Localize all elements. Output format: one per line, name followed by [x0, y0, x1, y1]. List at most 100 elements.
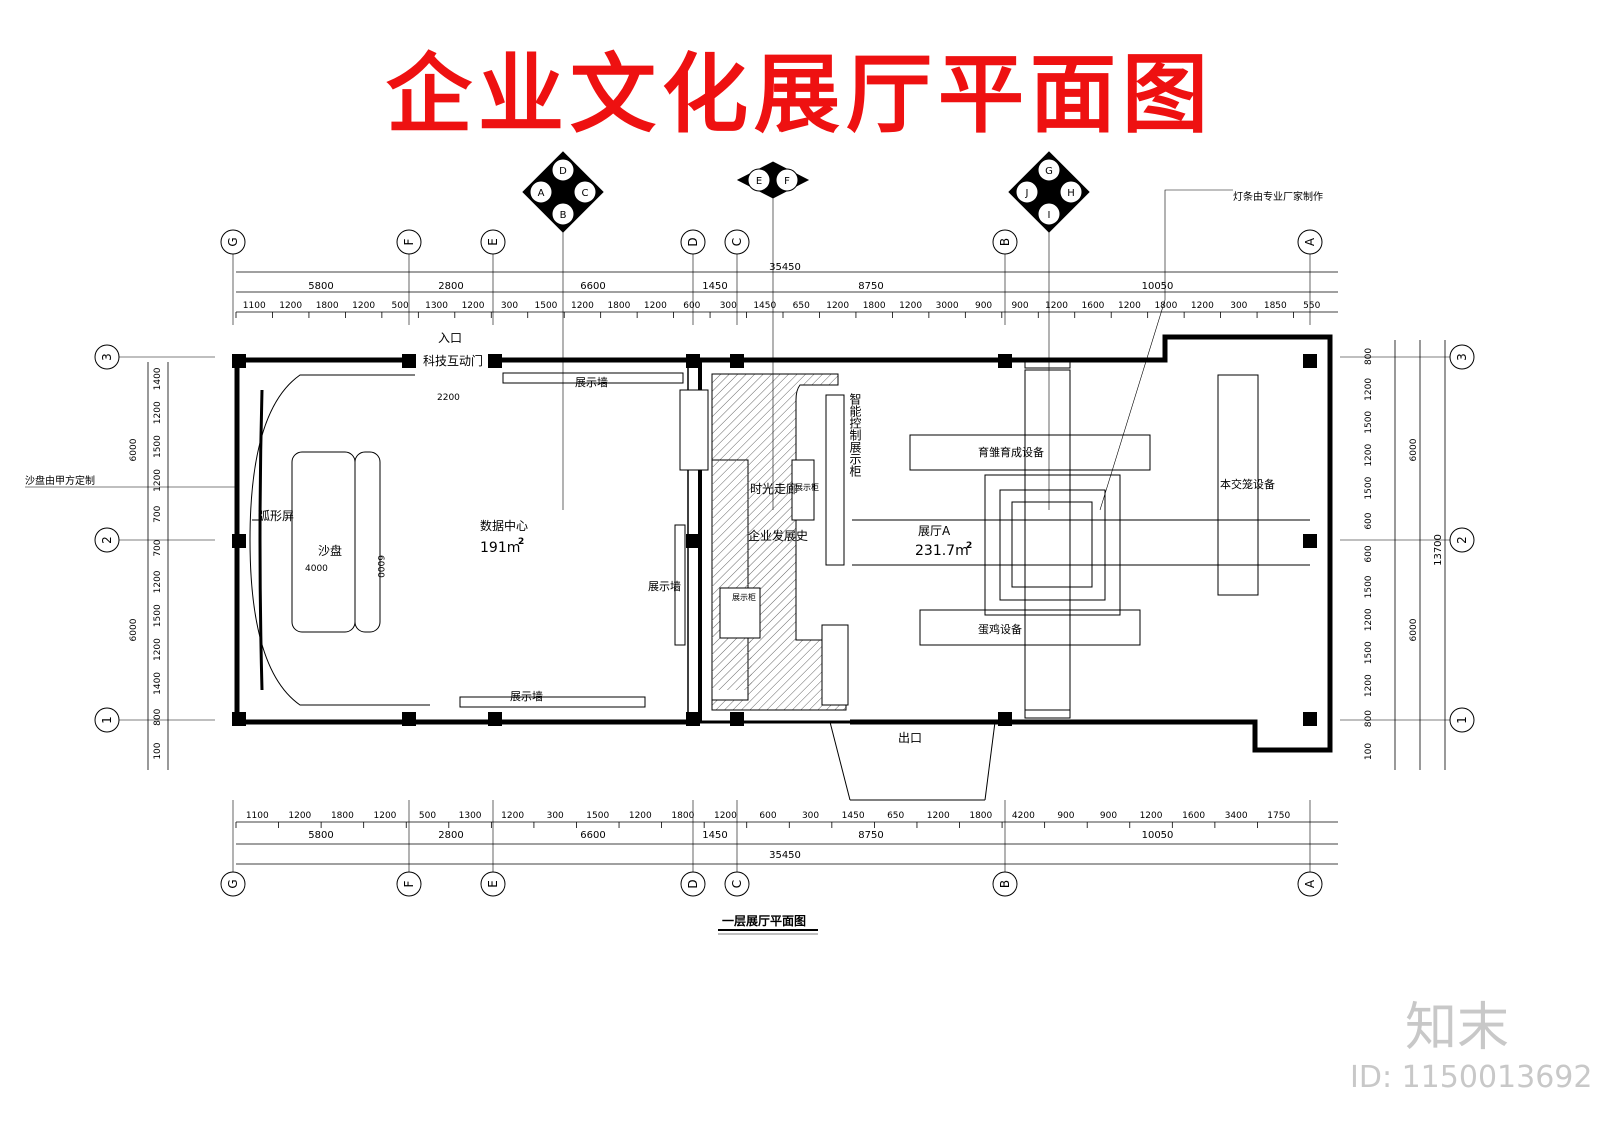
columns [232, 354, 1317, 726]
dim-value: 1800 [316, 301, 339, 311]
svg-text:2: 2 [518, 537, 524, 547]
dim-value: 1200 [462, 301, 485, 311]
dim-segment: 6600 [580, 830, 605, 841]
view-label-I: I [1048, 210, 1051, 221]
axis-label-D: D [686, 237, 700, 246]
watermark-logo: 知末 [1405, 998, 1510, 1058]
dim-value: 1600 [1182, 811, 1205, 821]
label-data-center-area: 191m [480, 540, 520, 556]
watermark-id: ID: 1150013692 [1350, 1060, 1593, 1095]
dim-value: 100 [153, 742, 163, 759]
dim-value: 1200 [153, 570, 163, 593]
axis-row-3: 3 [100, 353, 114, 361]
view-label-G: G [1045, 166, 1053, 177]
dim-left-rows: 1400120015001200700700120015001200140080… [129, 367, 163, 759]
dim-value: 1200 [153, 401, 163, 424]
exterior-walls [234, 334, 1333, 753]
dim-top-total: 35450 [769, 262, 801, 273]
label-smart-cabinet: 智能控制展示柜 [848, 392, 862, 477]
dim-value: 1200 [153, 638, 163, 661]
dim-value: 1200 [927, 811, 950, 821]
page-title: 企业文化展厅平面图 [386, 45, 1214, 145]
dim-value: 800 [1364, 710, 1374, 727]
svg-text:F: F [784, 176, 790, 187]
axis-rows-right: 321 [1340, 344, 1475, 733]
axis-row-2: 2 [100, 536, 114, 544]
svg-text:2: 2 [966, 541, 972, 551]
axis-row-1: 1 [100, 716, 114, 724]
dim-value: 600 [759, 811, 776, 821]
dim-value: 1500 [153, 604, 163, 627]
dim-segment: 6600 [580, 281, 605, 292]
dim-value: 500 [419, 811, 436, 821]
dim-value: 1450 [753, 301, 776, 311]
axis-label-F: F [402, 880, 416, 887]
dim-value: 1600 [1082, 301, 1105, 311]
dim-value: 700 [153, 539, 163, 556]
label-history: 企业发展史 [748, 528, 808, 543]
dim-segment: 5800 [308, 281, 333, 292]
label-tech-door: 科技互动门 [423, 353, 483, 368]
dim-value: 1200 [1118, 301, 1141, 311]
dim-value: 300 [802, 811, 819, 821]
dim-segment: 5800 [308, 830, 333, 841]
dim-bottom-total: 35450 [769, 850, 801, 861]
dim-value: 100 [1364, 743, 1374, 760]
dim-span: 6000 [129, 618, 139, 641]
dim-value: 550 [1303, 301, 1320, 311]
dim-segment: 8750 [858, 830, 883, 841]
dim-value: 1500 [1364, 575, 1374, 598]
dim-value: 1200 [1364, 444, 1374, 467]
dim-value: 1800 [607, 301, 630, 311]
dim-value: 1200 [1191, 301, 1214, 311]
axis-rows-left: 3 2 1 [94, 344, 215, 733]
dim-value: 1200 [1364, 608, 1374, 631]
label-sand-h: 6000 [375, 555, 385, 578]
dim-value: 1800 [863, 301, 886, 311]
dim-value: 1850 [1264, 301, 1287, 311]
dim-value: 600 [683, 301, 700, 311]
dim-value: 300 [1230, 301, 1247, 311]
label-sand-table: 沙盘 [318, 543, 342, 558]
dim-value: 1750 [1267, 811, 1290, 821]
label-equip-3: 蛋鸡设备 [978, 622, 1022, 636]
axis-row-2: 2 [1455, 536, 1469, 544]
dim-value: 600 [1364, 545, 1374, 562]
dim-value: 1200 [714, 811, 737, 821]
label-door-width: 2200 [437, 393, 460, 403]
view-label-J: J [1025, 188, 1029, 199]
dim-value: 1450 [842, 811, 865, 821]
axis-label-A: A [1303, 237, 1317, 246]
label-hall-a-area: 231.7m [915, 543, 969, 559]
dim-span: 6000 [129, 438, 139, 461]
dim-value: 700 [153, 505, 163, 522]
dim-value: 1500 [1364, 411, 1374, 434]
dim-segment: 2800 [438, 281, 463, 292]
dim-value: 1200 [826, 301, 849, 311]
dim-value: 4200 [1012, 811, 1035, 821]
axis-label-C: C [730, 238, 744, 246]
dimension-chains [147, 271, 1446, 865]
dim-value: 1800 [671, 811, 694, 821]
label-wall-bottom: 展示墙 [510, 689, 543, 703]
dim-value: 1400 [153, 367, 163, 390]
dim-value: 1200 [501, 811, 524, 821]
axis-row-3: 3 [1455, 353, 1469, 361]
room-labels: 入口 科技互动门 2200 展示墙 展示墙 展示墙 数据中心 191m 2 弧形… [25, 190, 1323, 745]
label-time-corridor: 时光走廊 [750, 481, 798, 496]
dim-value: 900 [975, 301, 992, 311]
axis-label-E: E [486, 238, 500, 246]
dim-value: 1800 [1154, 301, 1177, 311]
dim-value: 500 [392, 301, 409, 311]
dim-value: 1200 [1364, 674, 1374, 697]
dim-value: 900 [1100, 811, 1117, 821]
dim-value: 600 [1364, 512, 1374, 529]
dim-value: 1100 [243, 301, 266, 311]
view-label-H: H [1067, 188, 1075, 199]
dim-value: 1500 [586, 811, 609, 821]
